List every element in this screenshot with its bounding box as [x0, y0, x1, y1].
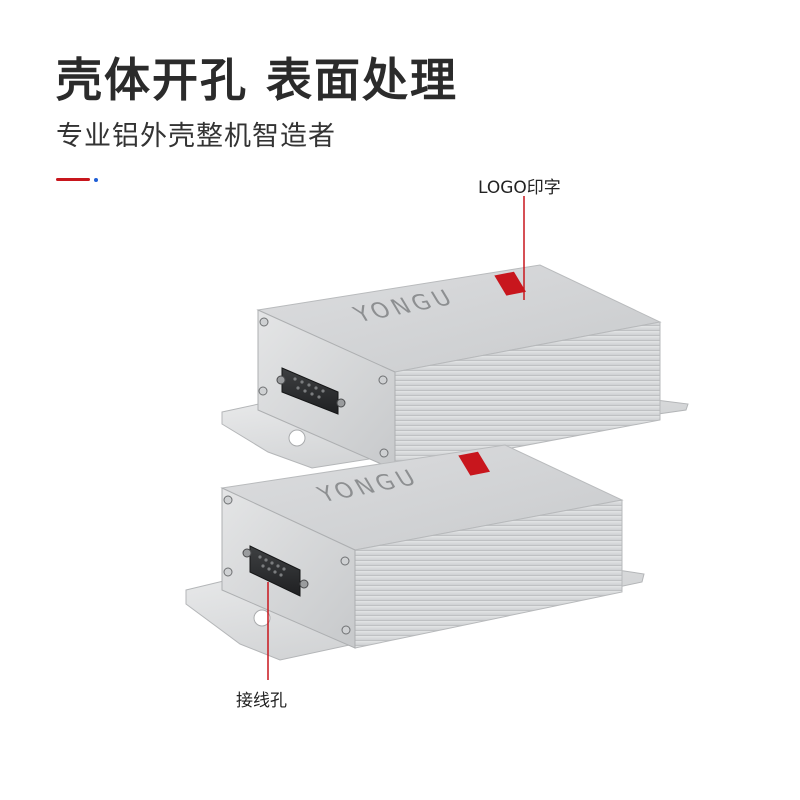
- upper-enclosure: YONGU: [221, 264, 689, 471]
- accent-bar: [56, 178, 90, 181]
- screw-icon: [258, 317, 389, 458]
- port-callout-label: 接线孔: [236, 691, 287, 711]
- db9-connector-icon: [242, 545, 309, 597]
- lower-mounting-hole: [253, 609, 271, 627]
- logo-callout-label: LOGO印字: [478, 178, 561, 198]
- upper-mounting-hole: [288, 429, 306, 447]
- screw-icon: [223, 495, 351, 635]
- accent-dot: [94, 178, 98, 182]
- lower-enclosure: YONGU: [185, 444, 645, 661]
- db9-connector-icon: [276, 367, 346, 415]
- page-subtitle: 专业铝外壳整机智造者: [56, 121, 336, 152]
- page-title: 壳体开孔 表面处理: [56, 53, 459, 107]
